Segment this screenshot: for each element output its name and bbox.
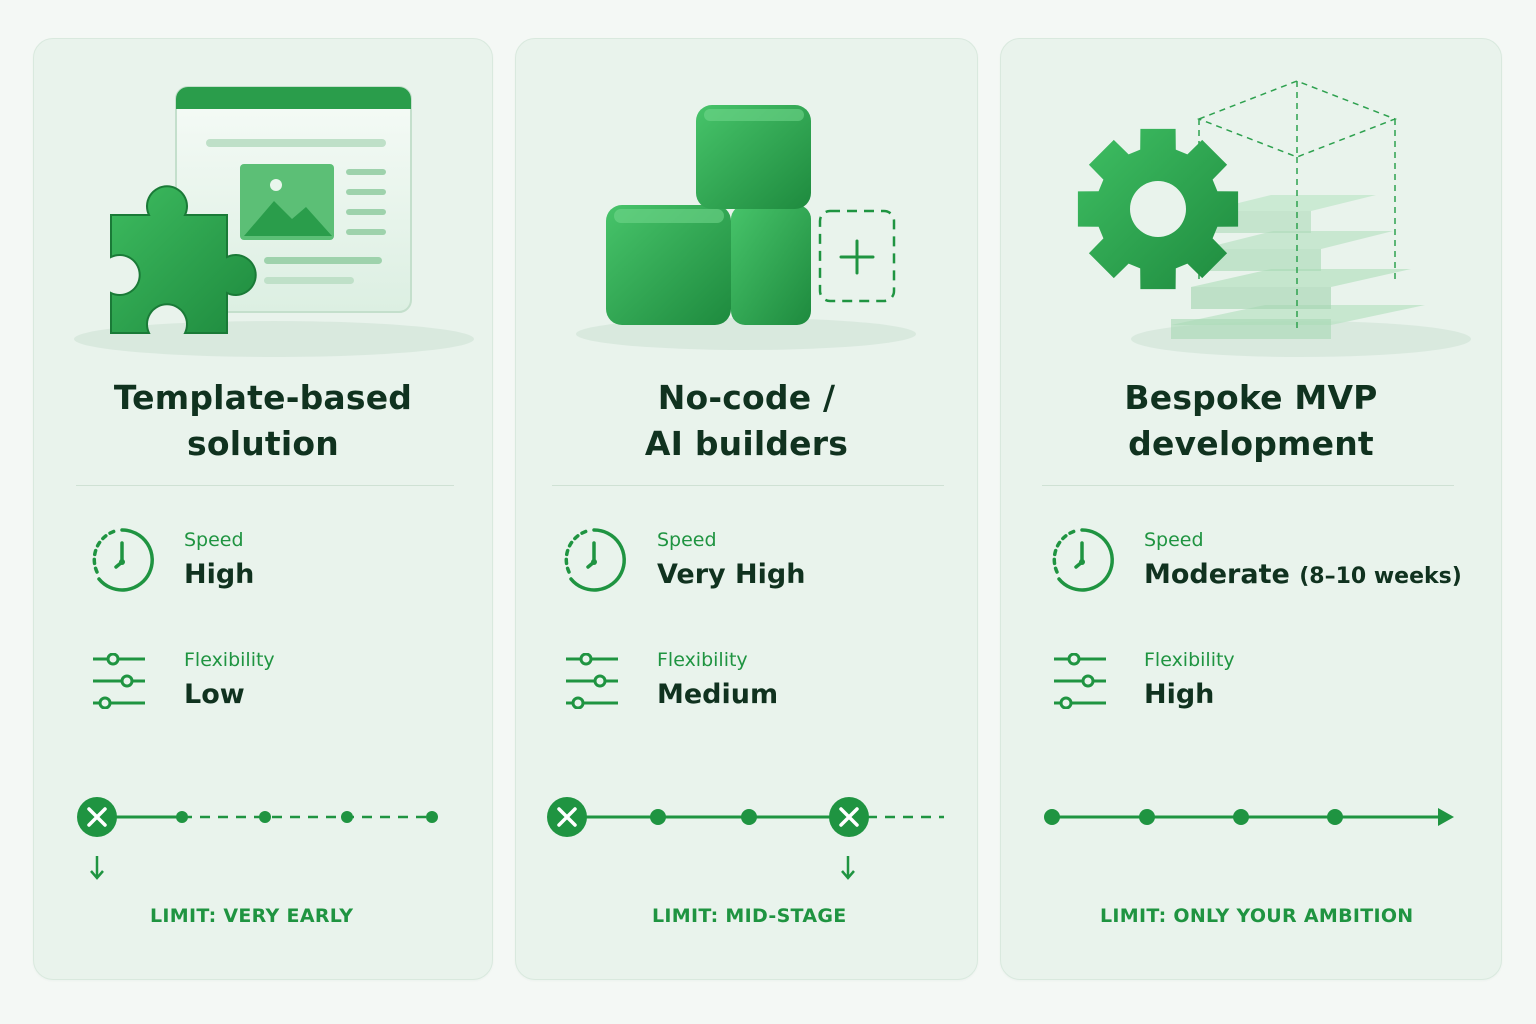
option-card-nocode: No-code / AI builders Speed Very High [515, 38, 978, 980]
stop-marker-icon [77, 797, 117, 837]
puzzle-webpage-illustration [34, 39, 492, 389]
gear-stack-illustration [1001, 39, 1501, 389]
gear-icon [1077, 128, 1239, 290]
card-title: Bespoke MVP development [1124, 378, 1378, 463]
divider [552, 485, 944, 486]
clock-icon [89, 527, 155, 597]
sliders-icon [91, 652, 147, 713]
card-title: No-code / AI builders [644, 378, 849, 463]
divider [1042, 485, 1454, 486]
down-arrow-icon [841, 856, 855, 880]
clock-icon [561, 527, 627, 597]
blocks-illustration [516, 39, 977, 389]
speed-metric: Speed Very High [516, 527, 977, 607]
sliders-icon [1052, 652, 1108, 713]
progress-timeline [516, 789, 977, 889]
limit-label: LIMIT: MID-STAGE [652, 905, 847, 927]
add-block-placeholder-icon [818, 209, 896, 303]
limit-label: LIMIT: VERY EARLY [150, 905, 354, 927]
down-arrow-icon [90, 856, 104, 880]
speed-metric: Speed Moderate (8–10 weeks) [1001, 527, 1501, 607]
flexibility-metric: Flexibility Low [34, 647, 492, 727]
cube-block-icon [606, 205, 731, 325]
clock-icon [1049, 527, 1115, 597]
limit-label: LIMIT: ONLY YOUR AMBITION [1100, 905, 1414, 927]
speed-metric: Speed High [34, 527, 492, 607]
cube-block-icon [696, 105, 811, 209]
arrow-right-icon [1438, 808, 1454, 826]
cube-block-icon [731, 205, 811, 325]
card-title: Template-based solution [113, 378, 413, 463]
webpage-icon [175, 86, 412, 313]
option-card-template: Template-based solution Speed High [33, 38, 493, 980]
progress-timeline [34, 789, 492, 889]
divider [76, 485, 454, 486]
flexibility-metric: Flexibility High [1001, 647, 1501, 727]
stop-marker-icon [829, 797, 869, 837]
progress-timeline [1001, 789, 1501, 889]
stop-marker-icon [547, 797, 587, 837]
option-card-bespoke: Bespoke MVP development Speed Moderate (… [1000, 38, 1502, 980]
flexibility-metric: Flexibility Medium [516, 647, 977, 727]
sliders-icon [564, 652, 620, 713]
puzzle-piece-icon [110, 185, 257, 334]
